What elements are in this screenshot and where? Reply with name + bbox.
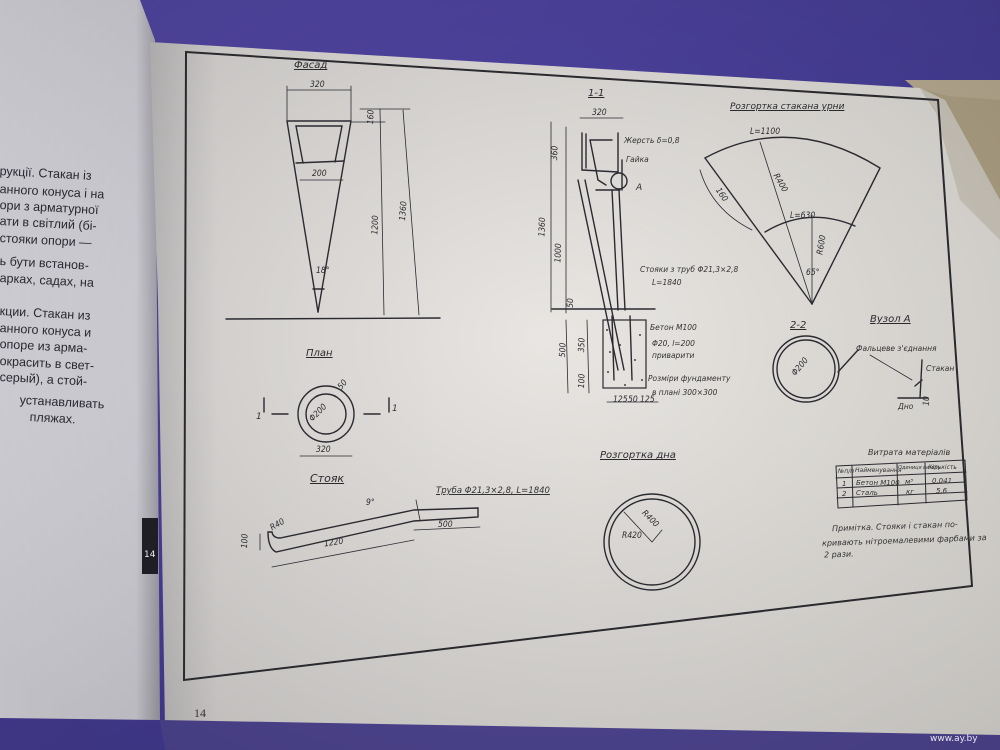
plan-title: План bbox=[306, 348, 333, 359]
table-r2-name: Сталь bbox=[856, 489, 878, 497]
section-dim-1360: 1360 bbox=[537, 217, 549, 237]
facade-cone bbox=[286, 120, 352, 313]
section-dim-360: 360 bbox=[550, 145, 561, 161]
plan-section-mark-left: 1 bbox=[256, 412, 262, 422]
section-dim-50b: 50 bbox=[628, 395, 638, 405]
stoyak-pipe-label: Труба Φ21,3×2,8, L=1840 bbox=[436, 486, 550, 496]
section-dim-125b: 125 bbox=[640, 395, 655, 405]
label-posts-length: L=1840 bbox=[652, 278, 682, 287]
table-r1-unit: м³ bbox=[905, 478, 914, 486]
section-dim-50: 50 bbox=[565, 297, 577, 309]
section-dim-width: 320 bbox=[592, 108, 607, 118]
chapter-tab bbox=[142, 518, 158, 574]
bottom-development bbox=[603, 493, 701, 591]
node-a-label-bottom: Дно bbox=[898, 402, 914, 411]
label-tin-sheet: Жерсть δ=0,8 bbox=[624, 136, 680, 145]
node-a-title: Вузол А bbox=[870, 314, 911, 325]
left-line-14: пляжах. bbox=[29, 410, 76, 427]
section-dim-500: 500 bbox=[558, 342, 569, 358]
label-node-a-mark: А bbox=[636, 183, 643, 193]
note-line-3: 2 рази. bbox=[823, 549, 854, 560]
facade-title: Фасад bbox=[294, 60, 328, 71]
label-rod: Φ20, l=200 bbox=[652, 339, 695, 348]
stoyak-dim-100: 100 bbox=[240, 533, 251, 549]
plan-view bbox=[263, 385, 390, 457]
facade-dim-width: 320 bbox=[310, 80, 325, 90]
page-number: 14 bbox=[194, 706, 206, 720]
plan-section-mark-right: 1 bbox=[392, 404, 398, 414]
facade-dim-inner: 200 bbox=[312, 169, 327, 179]
label-foundation-size: Розміри фундаменту bbox=[648, 374, 731, 383]
table-r1-num: 1 bbox=[842, 480, 847, 488]
section-dim-1000: 1000 bbox=[553, 243, 565, 263]
facade-dim-angle: 18° bbox=[316, 266, 330, 276]
node-a-label-seam: Фальцеве з'єднання bbox=[856, 344, 937, 353]
cup-development-title: Розгортка стакана урни bbox=[730, 102, 845, 112]
bottom-dim-r420: R420 bbox=[622, 531, 642, 541]
node-a-label-cup: Стакан bbox=[926, 364, 955, 373]
stoyak-dim-500: 500 bbox=[438, 520, 453, 530]
table-header-qty: Кількість bbox=[928, 464, 957, 471]
stoyak-drawing bbox=[259, 499, 481, 568]
table-r1-qty: 0,041 bbox=[932, 477, 953, 485]
label-nut: Гайка bbox=[626, 155, 649, 164]
table-header-num: №п/п bbox=[838, 468, 855, 475]
label-weld: приварити bbox=[652, 351, 695, 360]
cup-development bbox=[699, 136, 881, 305]
facade-dim-total: 1360 bbox=[398, 200, 410, 222]
stoyak-title: Стояк bbox=[310, 472, 345, 485]
facade-dim-rim: 160 bbox=[366, 109, 377, 125]
cup-dim-angle: 65° bbox=[806, 268, 820, 278]
section-1-1 bbox=[551, 132, 656, 389]
node-a-dim: 10 bbox=[921, 395, 933, 407]
table-r2-num: 2 bbox=[842, 490, 847, 498]
table-r2-unit: кг bbox=[906, 488, 914, 496]
plan-dim-320: 320 bbox=[316, 445, 331, 455]
table-r2-qty: 5,6 bbox=[936, 487, 948, 495]
section-dim-125a: 125 bbox=[613, 395, 628, 405]
cup-dim-arc-inner: L=630 bbox=[790, 211, 816, 221]
chapter-tab-number: 14 bbox=[144, 550, 156, 560]
materials-table-grid bbox=[835, 459, 968, 509]
bottom-development-title: Розгортка дна bbox=[600, 450, 676, 461]
facade-dim-height: 1200 bbox=[370, 215, 382, 235]
watermark: www.ay.by bbox=[930, 734, 978, 744]
label-posts-pipe: Стояки з труб Φ21,3×2,8 bbox=[640, 265, 739, 274]
stoyak-dim-angle: 9° bbox=[366, 498, 375, 508]
section-dim-350: 350 bbox=[577, 337, 588, 353]
cup-dim-arc-outer: L=1100 bbox=[750, 127, 781, 137]
table-header-unit: Одиниця виміру bbox=[898, 465, 941, 471]
table-r1-name: Бетон М100 bbox=[856, 479, 900, 487]
section-2-2-title: 2-2 bbox=[790, 320, 807, 331]
label-foundation-plan: в плані 300×300 bbox=[652, 388, 718, 397]
section-dim-100: 100 bbox=[577, 373, 588, 389]
label-concrete: Бетон M100 bbox=[650, 323, 697, 332]
materials-table-title: Витрата матеріалів bbox=[868, 448, 951, 457]
section-2-2 bbox=[772, 335, 859, 403]
table-header-name: Найменування bbox=[855, 467, 902, 474]
section-1-1-title: 1-1 bbox=[588, 88, 605, 99]
node-a bbox=[869, 354, 929, 399]
